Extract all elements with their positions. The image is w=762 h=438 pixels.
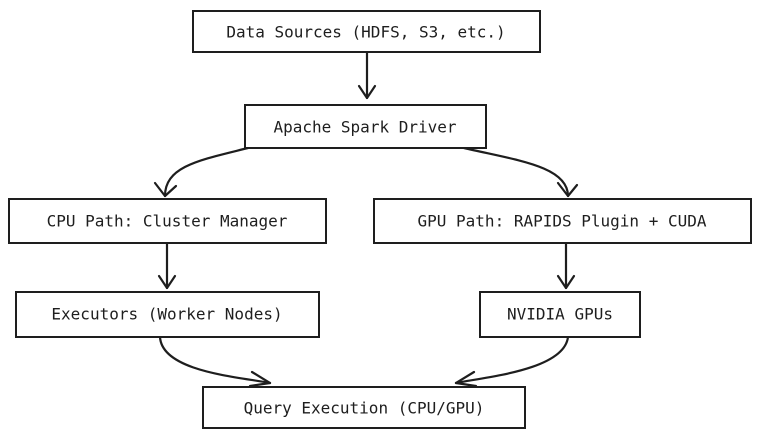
node-cpu-path: CPU Path: Cluster Manager — [8, 198, 327, 244]
node-query-execution: Query Execution (CPU/GPU) — [202, 386, 526, 429]
arrowhead-gpu-path — [556, 181, 579, 198]
node-data-sources: Data Sources (HDFS, S3, etc.) — [192, 10, 541, 53]
node-gpu-path-label: GPU Path: RAPIDS Plugin + CUDA — [418, 212, 707, 231]
node-nvidia-gpus: NVIDIA GPUs — [479, 291, 641, 338]
arrowhead-driver — [357, 84, 377, 100]
edge-executors-to-query — [158, 335, 272, 385]
arrowhead-cpu-path — [153, 181, 178, 198]
edge-driver-to-gpu — [462, 146, 570, 198]
node-gpu-path: GPU Path: RAPIDS Plugin + CUDA — [373, 198, 752, 244]
node-executors-label: Executors (Worker Nodes) — [51, 305, 282, 324]
node-executors: Executors (Worker Nodes) — [15, 291, 320, 338]
arrowhead-query-left — [248, 370, 272, 388]
node-cpu-path-label: CPU Path: Cluster Manager — [47, 212, 288, 231]
node-query-execution-label: Query Execution (CPU/GPU) — [244, 399, 485, 418]
arrowhead-query-right — [454, 370, 478, 388]
edge-nvidia-to-query — [454, 335, 570, 385]
node-nvidia-gpus-label: NVIDIA GPUs — [507, 305, 613, 324]
edge-driver-to-cpu — [163, 146, 250, 198]
node-spark-driver-label: Apache Spark Driver — [273, 118, 456, 137]
node-data-sources-label: Data Sources (HDFS, S3, etc.) — [226, 23, 505, 42]
node-spark-driver: Apache Spark Driver — [244, 104, 487, 149]
arrowhead-nvidia-gpus — [556, 274, 576, 290]
arrowhead-executors — [157, 274, 177, 290]
